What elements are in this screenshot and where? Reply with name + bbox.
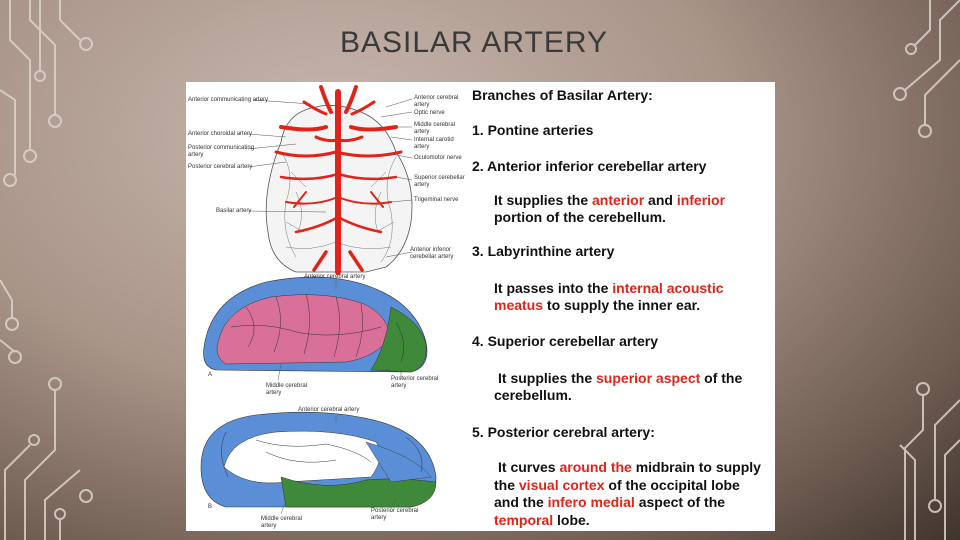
hemisphere-medial-view [200,411,437,515]
item-sca-desc-line2: cerebellum. [494,387,572,403]
label-basilar: Basilar artery [216,208,252,214]
item-labyrinthine-desc-line1: It passes into the internal acoustic [494,280,724,296]
branches-list: Branches of Basilar Artery: 1. Pontine a… [472,82,775,531]
item-pca: 5. Posterior cerebral artery: [472,424,655,440]
item-sca: 4. Superior cerebellar artery [472,333,658,349]
panel-a-right-label-2: artery [391,383,407,389]
item-aica-desc-line1: It supplies the anterior and inferior [494,192,726,208]
item-sca-desc-line1: It supplies the superior aspect of the [498,370,743,386]
panel-b-left-label-2: artery [261,523,277,529]
label-anterior-choroidal: Anterior choroidal artery [188,131,253,137]
label-internal-carotid: Internal carotid [414,137,454,143]
anatomy-illustration [200,85,437,515]
panel-b-right-label-2: artery [371,515,387,521]
item-pca-desc-line1: It curves around the midbrain to supply [498,459,761,475]
brainstem-illustration [265,85,413,275]
panel-a-right-label: Posterior cerebral [391,376,439,382]
label-anterior-cerebral: Anterior cerebral [414,95,459,101]
label-posterior-communicating-2: artery [188,152,204,158]
label-superior-cerebellar: Superior cerebellar [414,175,465,181]
item-aica-desc-line2: portion of the cerebellum. [494,209,666,225]
label-middle-cerebral: Middle cerebral [414,122,456,128]
panel-a-left-label: Middle cerebral [266,383,308,389]
item-pca-desc-line3: and the infero medial aspect of the [494,494,726,510]
label-optic-nerve: Optic nerve [414,110,445,116]
item-pontine: 1. Pontine arteries [472,122,594,138]
label-internal-carotid-2: artery [414,144,430,150]
label-posterior-cerebral: Posterior cerebral artery [188,164,253,170]
slide-title: BASILAR ARTERY [340,26,609,59]
label-posterior-communicating: Posterior communicating [188,145,255,151]
item-labyrinthine-desc-line2: meatus to supply the inner ear. [494,297,701,313]
item-pca-desc-line2: the visual cortex of the occipital lobe [494,477,740,493]
panel-a-top-label: Anterior cerebral artery [304,274,366,280]
anatomy-figure: Anterior communicating artery Anterior c… [186,82,468,531]
label-aica: Anterior inferior [410,247,452,253]
label-superior-cerebellar-2: artery [414,182,430,188]
label-aica-2: cerebellar artery [410,254,454,260]
label-anterior-communicating: Anterior communicating artery [188,97,269,103]
panel-b-right-label: Posterior cerebral [371,508,419,514]
label-middle-cerebral-2: artery [414,129,430,135]
panel-b-marker: B [208,504,213,510]
panel-a-left-label-2: artery [266,390,282,396]
panel-a-marker: A [208,372,213,378]
item-labyrinthine: 3. Labyrinthine artery [472,243,615,259]
label-anterior-cerebral-2: artery [414,102,430,108]
panel-b-left-label: Middle cerebral [261,516,303,522]
item-pca-desc-line4: temporal lobe. [494,512,590,528]
item-aica: 2. Anterior inferior cerebellar artery [472,158,707,174]
label-oculomotor: Oculomotor nerve [414,155,462,161]
label-trigeminal: Trigeminal nerve [414,197,459,203]
list-heading: Branches of Basilar Artery: [472,87,653,103]
content-card: Anterior communicating artery Anterior c… [186,82,775,531]
panel-b-top-label: Anterior cerebral artery [298,407,360,413]
hemisphere-lateral-view [203,276,428,381]
